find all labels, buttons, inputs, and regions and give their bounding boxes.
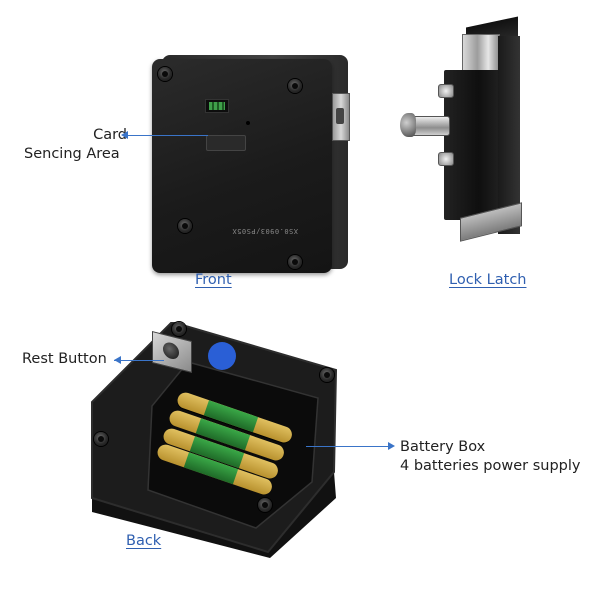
- card-arrow-head: [121, 131, 128, 139]
- latch-stub: [332, 93, 350, 141]
- screw-icon: [288, 255, 302, 269]
- screw-icon: [178, 219, 192, 233]
- battery-arrow-line: [306, 446, 390, 447]
- front-link[interactable]: Front: [195, 272, 232, 288]
- card-sensing-label-line2: Sencing Area: [24, 146, 120, 162]
- card-sensing-label: Card Sencing Area: [22, 126, 132, 164]
- card-sensing-label-line1: Card: [93, 127, 127, 143]
- back-device: [88, 322, 340, 558]
- serial-text: XS0.0903/PS05X: [231, 227, 298, 235]
- screw-icon: [172, 322, 186, 336]
- screw-icon: [158, 67, 172, 81]
- battery-box-label-line2: 4 batteries power supply: [400, 458, 581, 474]
- latch-side: [498, 36, 520, 234]
- front-device: XS0.0903/PS05X: [152, 55, 350, 273]
- reset-button[interactable]: [163, 340, 179, 361]
- battery-box-label: Battery Box 4 batteries power supply: [400, 438, 580, 476]
- lock-latch: [398, 16, 533, 245]
- sensing-pad: [206, 135, 246, 151]
- lock-latch-link[interactable]: Lock Latch: [449, 272, 527, 288]
- front-device-face: XS0.0903/PS05X: [152, 59, 332, 273]
- rest-arrow-head: [114, 356, 121, 364]
- latch-bolt-tip: [400, 113, 416, 137]
- card-reader-window: [205, 99, 229, 113]
- rest-arrow-line: [114, 360, 164, 361]
- screw-icon: [288, 79, 302, 93]
- indicator-dot: [246, 121, 250, 125]
- screw-icon: [94, 432, 108, 446]
- blue-marker-dot: [208, 342, 236, 370]
- battery-box-label-line1: Battery Box: [400, 439, 486, 455]
- latch-bolt: [410, 116, 450, 136]
- rest-button-label: Rest Button: [22, 351, 107, 367]
- plate-screw-icon: [438, 84, 454, 98]
- back-link[interactable]: Back: [126, 533, 162, 549]
- screw-icon: [320, 368, 334, 382]
- screw-icon: [258, 498, 272, 512]
- card-arrow-line: [127, 135, 208, 136]
- plate-screw-icon: [438, 152, 454, 166]
- battery-arrow-head: [388, 442, 395, 450]
